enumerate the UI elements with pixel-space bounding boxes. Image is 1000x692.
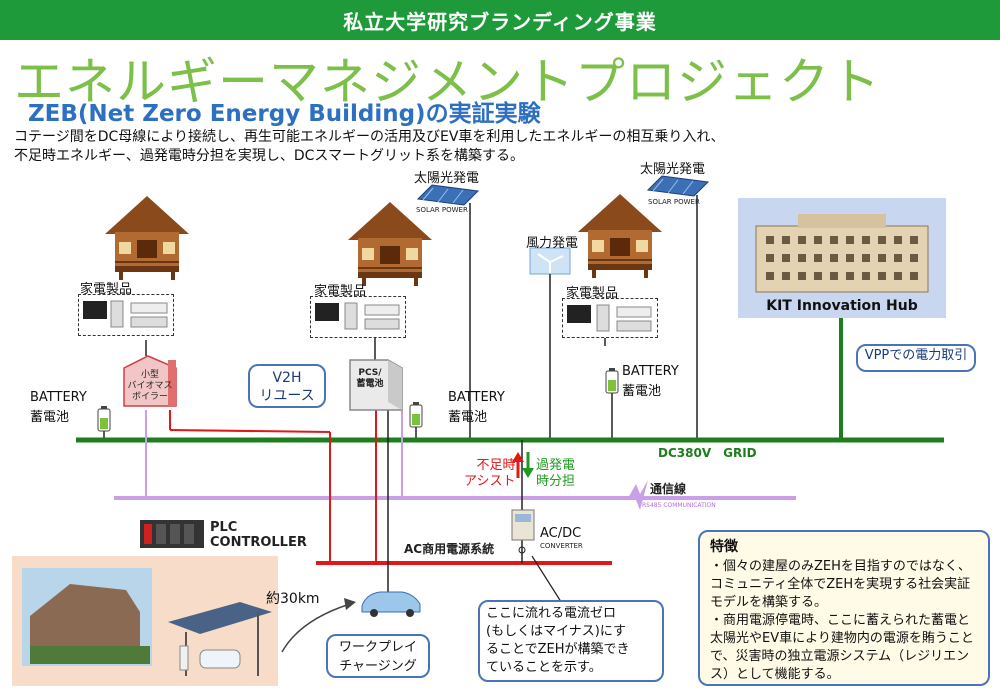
shortage-assist-label: 不足時 アシスト [464, 458, 516, 489]
comm-line-label: 通信線 [650, 482, 687, 496]
battery-3-icon [605, 367, 619, 394]
solar-label-1: 太陽光発電 [414, 171, 480, 186]
wind-label: 風力発電 [526, 236, 579, 251]
surplus-share-label: 過発電 時分担 [536, 458, 576, 489]
wind-turbine-icon [529, 247, 571, 275]
battery-3-label-jp: 蓄電池 [622, 384, 662, 399]
ac-system-label: AC商用電源系統 [404, 542, 495, 556]
solar-label-2: 太陽光発電 [640, 162, 706, 177]
features-item-2: ・商用電源停電時、ここに蓄えられた蓄電と太陽光やEV車により建物内の電源を賄うこ… [710, 613, 974, 682]
hub-label: KIT Innovation Hub [766, 298, 918, 314]
vpp-box: VPPでの電力取引 [856, 344, 976, 372]
page-subtitle: ZEB(Net Zero Energy Building)の実証実験 [28, 101, 541, 127]
appliance-box-1 [78, 294, 174, 336]
battery-2-icon [409, 401, 423, 428]
v2h-box: V2H リユース [248, 364, 326, 408]
battery-1-label-jp: 蓄電池 [30, 410, 70, 425]
boiler-label: 小型 バイオマス ボイラー [127, 370, 173, 402]
rs485-label: RS485 COMMUNICATION [642, 502, 716, 509]
appliances-label-3: 家電製品 [566, 286, 619, 301]
dc-grid-label: DC380V GRID [658, 446, 757, 460]
ev-car-icon [361, 591, 421, 617]
features-box: 特徴 ・個々の建屋のみZEHを目指すのではなく、コミュニティ全体でZEHを実現す… [698, 530, 990, 686]
page-title: エネルギーマネジメントプロジェクト [14, 53, 881, 111]
plc-label: PLC CONTROLLER [210, 520, 307, 550]
appliances-label-1: 家電製品 [80, 282, 133, 297]
appliance-box-2 [310, 296, 406, 338]
biomass-boiler-icon [123, 355, 177, 407]
workplace-charging-box: ワークプレイ チャージング [326, 634, 430, 678]
solar-panel-1-icon [417, 184, 479, 206]
solar-panel-2-icon [647, 175, 709, 197]
header-banner: 私立大学研究ブランディング事業 [0, 0, 1000, 40]
cottage-2-illustration [347, 201, 433, 287]
cottage-3-illustration [577, 193, 663, 279]
description: コテージ間をDC母線により接続し、再生可能エネルギーの活用及びEV車を利用したエ… [14, 128, 725, 166]
features-heading: 特徴 [710, 539, 738, 555]
battery-1-icon [97, 405, 111, 432]
zero-current-note: ここに流れる電流ゼロ (もしくはマイナス)にす ることでZEHが構築でき ている… [478, 600, 664, 682]
acdc-converter-icon [511, 509, 535, 541]
solar-panel-text-1: SOLAR POWER [416, 206, 468, 214]
pcs-storage-icon [349, 359, 403, 411]
battery-2-label-jp: 蓄電池 [448, 410, 488, 425]
distance-label: 約30km [266, 591, 320, 607]
converter-label: CONVERTER [540, 542, 583, 550]
description-line-2: 不足時エネルギー、過発電時分担を実現し、DCスマートグリット系を構築する。 [14, 148, 524, 164]
battery-1-label-en: BATTERY [30, 390, 87, 405]
features-item-1: ・個々の建屋のみZEHを目指すのではなく、コミュニティ全体でZEHを実現する社会… [710, 559, 971, 610]
cottage-1-illustration [104, 195, 190, 281]
solar-panel-text-2: SOLAR POWER [648, 198, 700, 206]
acdc-label: AC/DC [540, 526, 582, 541]
description-line-1: コテージ間をDC母線により接続し、再生可能エネルギーの活用及びEV車を利用したエ… [14, 129, 725, 145]
pcs-label: PCS/ 蓄電池 [356, 368, 384, 389]
appliance-box-3 [562, 298, 658, 338]
battery-3-label-en: BATTERY [622, 364, 679, 379]
battery-2-label-en: BATTERY [448, 390, 505, 405]
plc-controller-icon [140, 520, 204, 548]
appliances-label-2: 家電製品 [314, 284, 367, 299]
